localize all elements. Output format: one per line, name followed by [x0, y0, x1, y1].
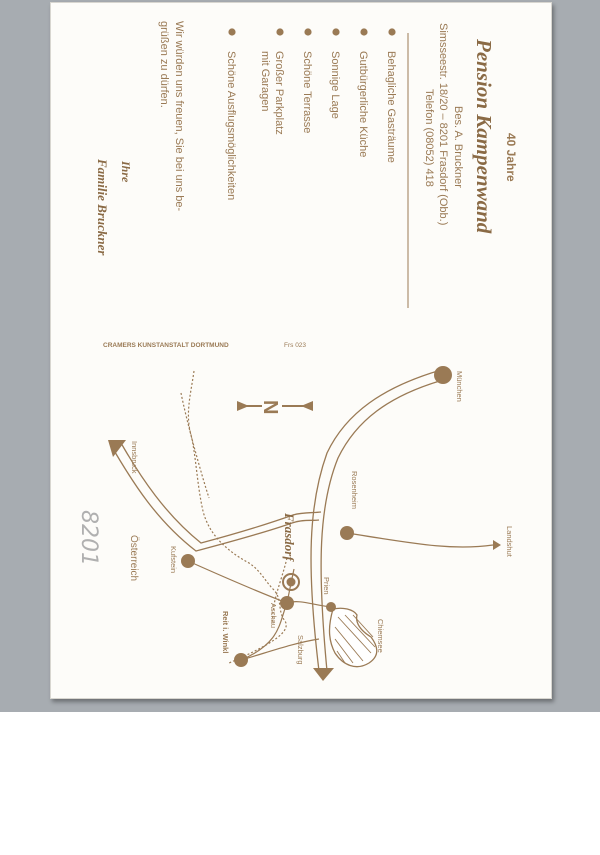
- info-text-block: 40 Jahre Pension Kampenwand Bes. A. Bruc…: [95, 21, 518, 308]
- label-prien: Prien: [322, 577, 331, 595]
- road-landshut: [346, 532, 494, 548]
- closing-ihre: Ihre: [119, 160, 133, 183]
- town-aschau-dot: [280, 596, 294, 610]
- feature-item: Großer Parkplatz: [273, 51, 285, 135]
- pension-name: Pension Kampenwand: [472, 38, 496, 234]
- arrow-innsbruck-icon: [108, 440, 126, 457]
- bullet-icon: [360, 28, 368, 36]
- frasdorf-location-icon: [282, 573, 300, 591]
- town-reit-dot: [234, 653, 248, 667]
- feature-item: Schöne Terrasse: [301, 51, 313, 133]
- bullet-icon: [276, 28, 284, 36]
- autobahn-road: [320, 379, 444, 672]
- feature-item: Behagliche Gasträume: [385, 51, 397, 163]
- postcard-back-artwork: 40 Jahre Pension Kampenwand Bes. A. Bruc…: [95, 21, 518, 681]
- border-line: [187, 370, 287, 664]
- publisher-code: Frs 023: [284, 342, 306, 349]
- label-aschau: Aschau: [269, 603, 278, 628]
- arrow-salzburg-icon: [313, 668, 334, 681]
- label-reit: Reit i. Winkl: [221, 611, 230, 653]
- border-line: [272, 557, 288, 624]
- bullet-icon: [332, 28, 340, 36]
- route-map: N München Rosenheim Landshut Frasdorf In…: [108, 366, 514, 681]
- bullet-icon: [388, 28, 396, 36]
- anniversary-text: 40 Jahre: [504, 133, 518, 182]
- label-innsbruck: Innsbruck: [130, 441, 139, 474]
- pencil-note: 8201: [76, 510, 101, 566]
- label-landshut: Landshut: [505, 526, 514, 558]
- label-frasdorf: Frasdorf: [282, 512, 297, 562]
- owner-text: Bes. A. Bruckner: [452, 106, 464, 188]
- north-arrow-icon: [237, 396, 313, 416]
- feature-item: Gutbürgerliche Küche: [357, 51, 369, 157]
- label-salzburg: Salzburg: [296, 635, 305, 665]
- feature-item: mit Garagen: [259, 51, 271, 112]
- label-chiemsee: Chiemsee: [376, 619, 385, 653]
- feature-item: Sonnige Lage: [329, 51, 341, 119]
- address-text: Simsseestr. 18/20 – 8201 Frasdorf (Obb.): [437, 23, 449, 225]
- phone-text: Telefon (08052) 418: [423, 89, 435, 187]
- town-prien-dot: [326, 602, 336, 612]
- town-rosenheim-dot: [340, 526, 354, 540]
- postcard: 40 Jahre Pension Kampenwand Bes. A. Bruc…: [50, 2, 552, 699]
- label-oesterreich: Österreich: [128, 535, 140, 581]
- feature-item: Schöne Ausflugsmöglichkeiten: [225, 51, 237, 200]
- publisher-name: CRAMERS KUNSTANSTALT DORTMUND: [103, 342, 229, 349]
- border-line: [180, 392, 210, 499]
- label-kufstein: Kufstein: [169, 546, 178, 573]
- north-label: N: [259, 400, 281, 414]
- closing-line-2: grüßen zu dürfen.: [158, 21, 170, 108]
- autobahn-road: [111, 446, 320, 552]
- arrow-landshut-icon: [493, 540, 501, 550]
- chiemsee-lake: [328, 607, 378, 668]
- road-kufstein-aschau: [187, 560, 332, 608]
- label-rosenheim: Rosenheim: [350, 471, 359, 509]
- autobahn-road: [310, 369, 442, 672]
- town-muenchen-dot: [434, 366, 452, 384]
- road-aschau-reit: [240, 602, 288, 661]
- bullet-icon: [304, 28, 312, 36]
- road-reit-salzburg: [240, 638, 320, 661]
- autobahn-road: [120, 442, 322, 544]
- closing-line-1: Wir würden uns freuen, Sie bei uns be-: [173, 21, 185, 211]
- frasdorf-location-center: [286, 577, 296, 587]
- town-kufstein-dot: [181, 554, 195, 568]
- closing-family: Familie Bruckner: [95, 158, 110, 256]
- label-muenchen: München: [455, 371, 464, 402]
- bullet-icon: [228, 28, 236, 36]
- lake-hatching: [334, 614, 376, 664]
- pencil-note-layer: 8201: [76, 510, 101, 566]
